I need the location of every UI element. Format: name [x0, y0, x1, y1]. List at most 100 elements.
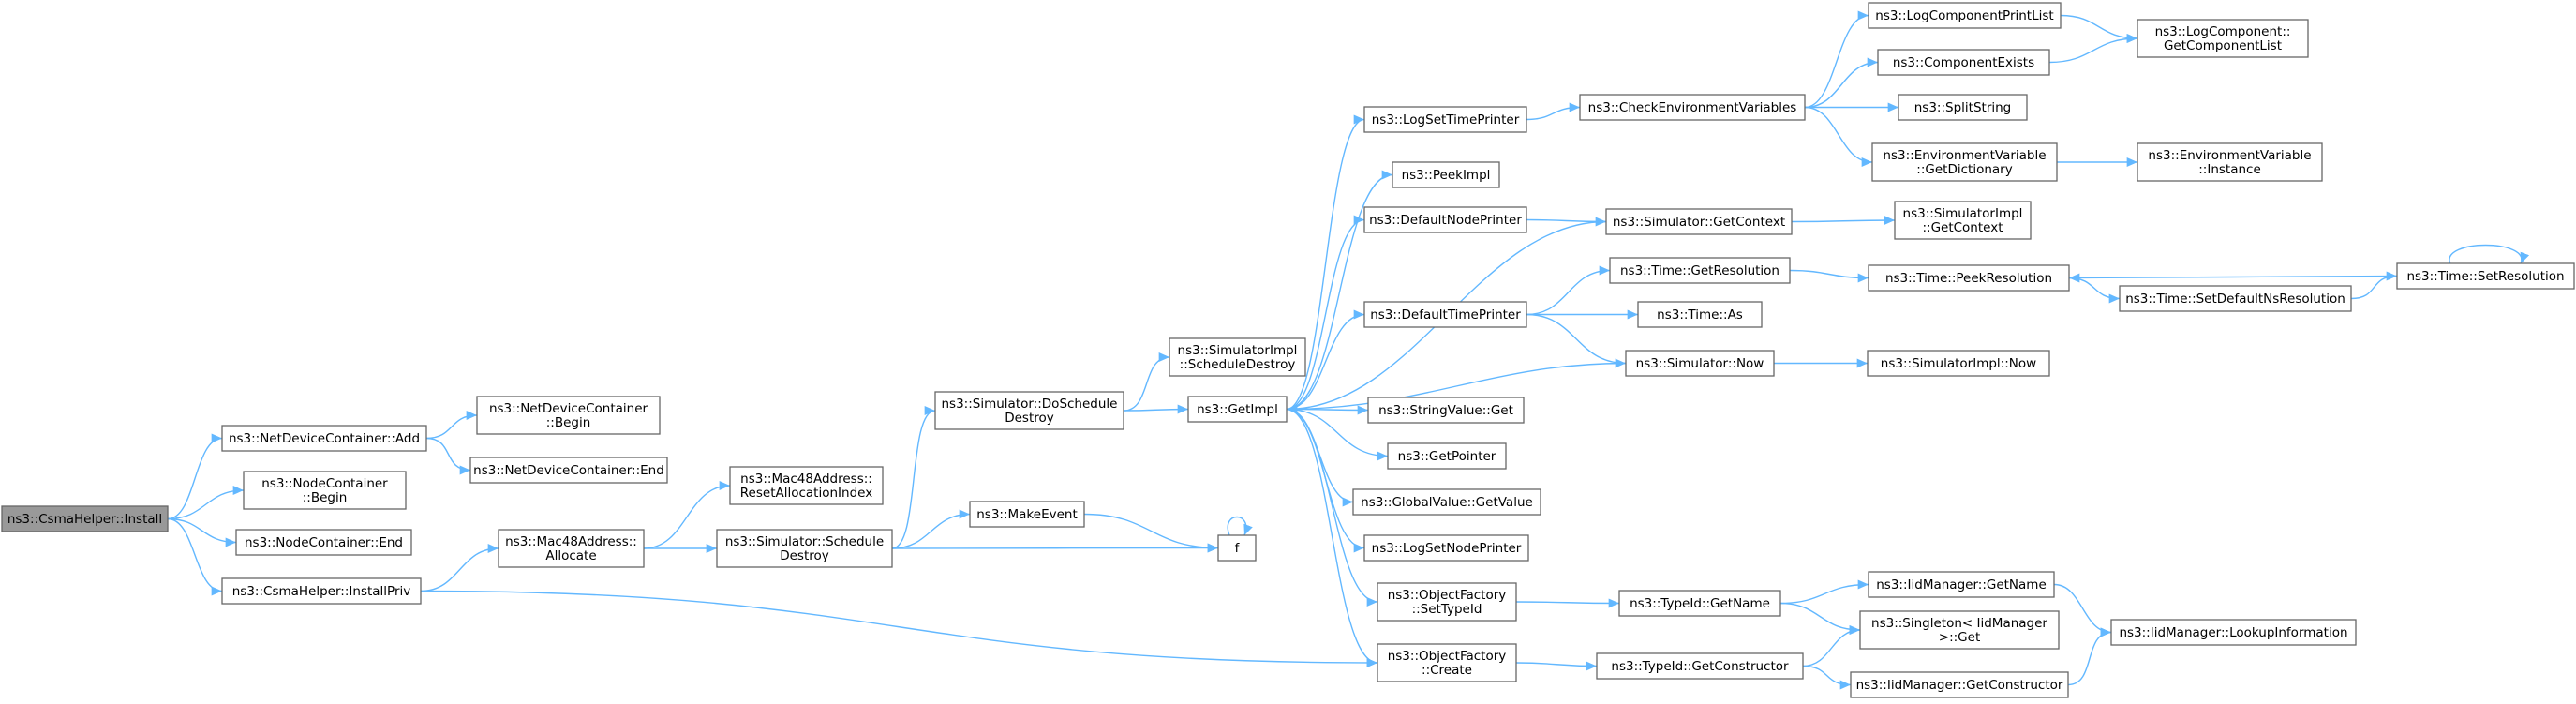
- node-strvalget[interactable]: ns3::StringValue::Get: [1367, 397, 1525, 424]
- node-checkenv[interactable]: ns3::CheckEnvironmentVariables: [1579, 94, 1806, 121]
- node-box: [1898, 94, 2028, 121]
- node-label: ::Begin: [546, 415, 591, 430]
- node-simimpl-getctx[interactable]: ns3::SimulatorImpl::GetContext: [1894, 201, 2032, 240]
- node-compexists[interactable]: ns3::ComponentExists: [1877, 49, 2050, 76]
- node-sim-getctx[interactable]: ns3::Simulator::GetContext: [1605, 208, 1793, 235]
- node-f[interactable]: f: [1217, 534, 1257, 562]
- edge-installpriv-to-mac-alloc: [420, 543, 499, 592]
- node-label: ns3::SimulatorImpl::Now: [1881, 356, 2036, 371]
- node-time-peekres[interactable]: ns3::Time::PeekResolution: [1868, 264, 2070, 292]
- node-typeid-getctor[interactable]: ns3::TypeId::GetConstructor: [1596, 652, 1804, 680]
- node-makeevent[interactable]: ns3::MakeEvent: [969, 501, 1085, 528]
- node-splitstring[interactable]: ns3::SplitString: [1898, 94, 2028, 121]
- node-logcompprint[interactable]: ns3::LogComponentPrintList: [1868, 2, 2062, 29]
- node-deftimeprinter[interactable]: ns3::DefaultTimePrinter: [1363, 301, 1527, 328]
- node-ndc-end[interactable]: ns3::NetDeviceContainer::End: [469, 457, 668, 484]
- edge-deftimeprinter-to-time-getres: [1526, 265, 1611, 316]
- edge-iid-getname-to-iid-lookup: [2053, 583, 2112, 637]
- node-box: [1868, 571, 2055, 598]
- node-ndc-add[interactable]: ns3::NetDeviceContainer::Add: [221, 425, 427, 452]
- node-ndc-begin[interactable]: ns3::NetDeviceContainer::Begin: [476, 396, 661, 435]
- node-box: [716, 529, 893, 568]
- node-iid-getctor[interactable]: ns3::IidManager::GetConstructor: [1850, 671, 2069, 698]
- node-label: ns3::Mac48Address::: [505, 534, 637, 549]
- node-sim-sched[interactable]: ns3::Simulator::ScheduleDestroy: [716, 529, 893, 568]
- node-label: Destroy: [1005, 411, 1054, 426]
- node-time-setdefns[interactable]: ns3::Time::SetDefaultNsResolution: [2119, 285, 2352, 312]
- node-envvar-getdict[interactable]: ns3::EnvironmentVariable::GetDictionary: [1871, 142, 2058, 182]
- node-label: ns3::TypeId::GetName: [1630, 596, 1770, 611]
- edge-time-getres-to-time-peekres: [1789, 269, 1869, 283]
- node-mac-reset[interactable]: ns3::Mac48Address::ResetAllocationIndex: [729, 466, 884, 505]
- node-of-settypeid[interactable]: ns3::ObjectFactory::SetTypeId: [1377, 582, 1517, 622]
- node-mac-alloc[interactable]: ns3::Mac48Address::Allocate: [498, 529, 645, 568]
- edge-installpriv-to-of-create: [420, 590, 1378, 668]
- edge-of-settypeid-to-typeid-getname: [1515, 598, 1620, 608]
- node-nc-end[interactable]: ns3::NodeContainer::End: [235, 529, 412, 556]
- node-getpointer[interactable]: ns3::GetPointer: [1387, 442, 1507, 470]
- node-box: [1596, 652, 1804, 680]
- node-label: ns3::NetDeviceContainer::End: [473, 463, 664, 478]
- node-box: [1363, 301, 1527, 328]
- node-label: Allocate: [545, 548, 596, 563]
- node-of-create[interactable]: ns3::ObjectFactory::Create: [1377, 643, 1517, 682]
- node-box: [1605, 208, 1793, 235]
- node-gvgetvalue[interactable]: ns3::GlobalValue::GetValue: [1352, 488, 1541, 516]
- node-label: ns3::Simulator::DoSchedule: [942, 397, 1118, 412]
- node-box: [1187, 396, 1288, 423]
- edge-sim-getctx-to-simimpl-getctx: [1791, 215, 1896, 226]
- node-label: ns3::SimulatorImpl: [1903, 206, 2023, 221]
- node-getimpl[interactable]: ns3::GetImpl: [1187, 396, 1288, 423]
- node-label: ::GetDictionary: [1916, 162, 2012, 177]
- edge-typeid-getctor-to-singleton-get: [1802, 624, 1861, 667]
- edge-getimpl-to-gvgetvalue: [1286, 408, 1354, 507]
- node-box: [1352, 488, 1541, 516]
- node-label: GetComponentList: [2164, 38, 2282, 53]
- node-box: [1618, 590, 1781, 617]
- node-label: Destroy: [780, 548, 829, 563]
- node-defnodeprinter[interactable]: ns3::DefaultNodePrinter: [1363, 206, 1527, 233]
- node-label: >::Get: [1939, 630, 1980, 645]
- node-envvar-instance[interactable]: ns3::EnvironmentVariable::Instance: [2137, 142, 2323, 182]
- node-box: [2110, 619, 2357, 646]
- node-logcomp-getlist[interactable]: ns3::LogComponent::GetComponentList: [2137, 19, 2309, 58]
- node-simimpl-sched[interactable]: ns3::SimulatorImpl::ScheduleDestroy: [1169, 337, 1306, 377]
- node-install[interactable]: ns3::CsmaHelper::Install: [1, 505, 169, 532]
- edge-sim-sched-to-makeevent: [891, 509, 971, 549]
- edge-logsettime-to-checkenv: [1526, 102, 1581, 121]
- node-box: [243, 471, 407, 510]
- edge-time-peekres-to-time-setdefns: [2068, 277, 2121, 304]
- node-iid-getname[interactable]: ns3::IidManager::GetName: [1868, 571, 2055, 598]
- node-time-as[interactable]: ns3::Time::As: [1637, 301, 1763, 328]
- edge-install-to-nc-end: [167, 517, 237, 547]
- edge-getimpl-to-logsettime: [1286, 114, 1365, 411]
- node-logsetnode[interactable]: ns3::LogSetNodePrinter: [1363, 534, 1529, 562]
- node-typeid-getname[interactable]: ns3::TypeId::GetName: [1618, 590, 1781, 617]
- node-simimpl-now[interactable]: ns3::SimulatorImpl::Now: [1867, 350, 2050, 377]
- node-box: [1363, 106, 1527, 133]
- node-label: ns3::Time::SetDefaultNsResolution: [2125, 292, 2345, 307]
- node-box: [1867, 350, 2050, 377]
- node-label: ns3::EnvironmentVariable: [1883, 148, 2046, 163]
- node-peekimpl[interactable]: ns3::PeekImpl: [1392, 161, 1500, 188]
- node-iid-lookup[interactable]: ns3::IidManager::LookupInformation: [2110, 619, 2357, 646]
- node-singleton-get[interactable]: ns3::Singleton< IidManager >::Get: [1859, 610, 2060, 650]
- node-label: ns3::GetPointer: [1398, 449, 1496, 464]
- node-box: [476, 396, 661, 435]
- node-sim-now[interactable]: ns3::Simulator::Now: [1625, 350, 1775, 377]
- node-time-setres[interactable]: ns3::Time::SetResolution: [2396, 262, 2575, 290]
- node-box: [2137, 19, 2309, 58]
- node-nc-begin[interactable]: ns3::NodeContainer::Begin: [243, 471, 407, 510]
- node-box: [1363, 534, 1529, 562]
- node-box: [1868, 2, 2062, 29]
- node-box: [2396, 262, 2575, 290]
- node-label: ns3::ObjectFactory: [1388, 588, 1507, 603]
- node-logsettime[interactable]: ns3::LogSetTimePrinter: [1363, 106, 1527, 133]
- node-time-getres[interactable]: ns3::Time::GetResolution: [1609, 257, 1791, 284]
- node-label: ns3::PeekImpl: [1402, 168, 1491, 183]
- node-installpriv[interactable]: ns3::CsmaHelper::InstallPriv: [221, 577, 422, 605]
- edge-checkenv-to-compexists: [1804, 57, 1879, 109]
- edge-makeevent-to-f: [1083, 513, 1219, 553]
